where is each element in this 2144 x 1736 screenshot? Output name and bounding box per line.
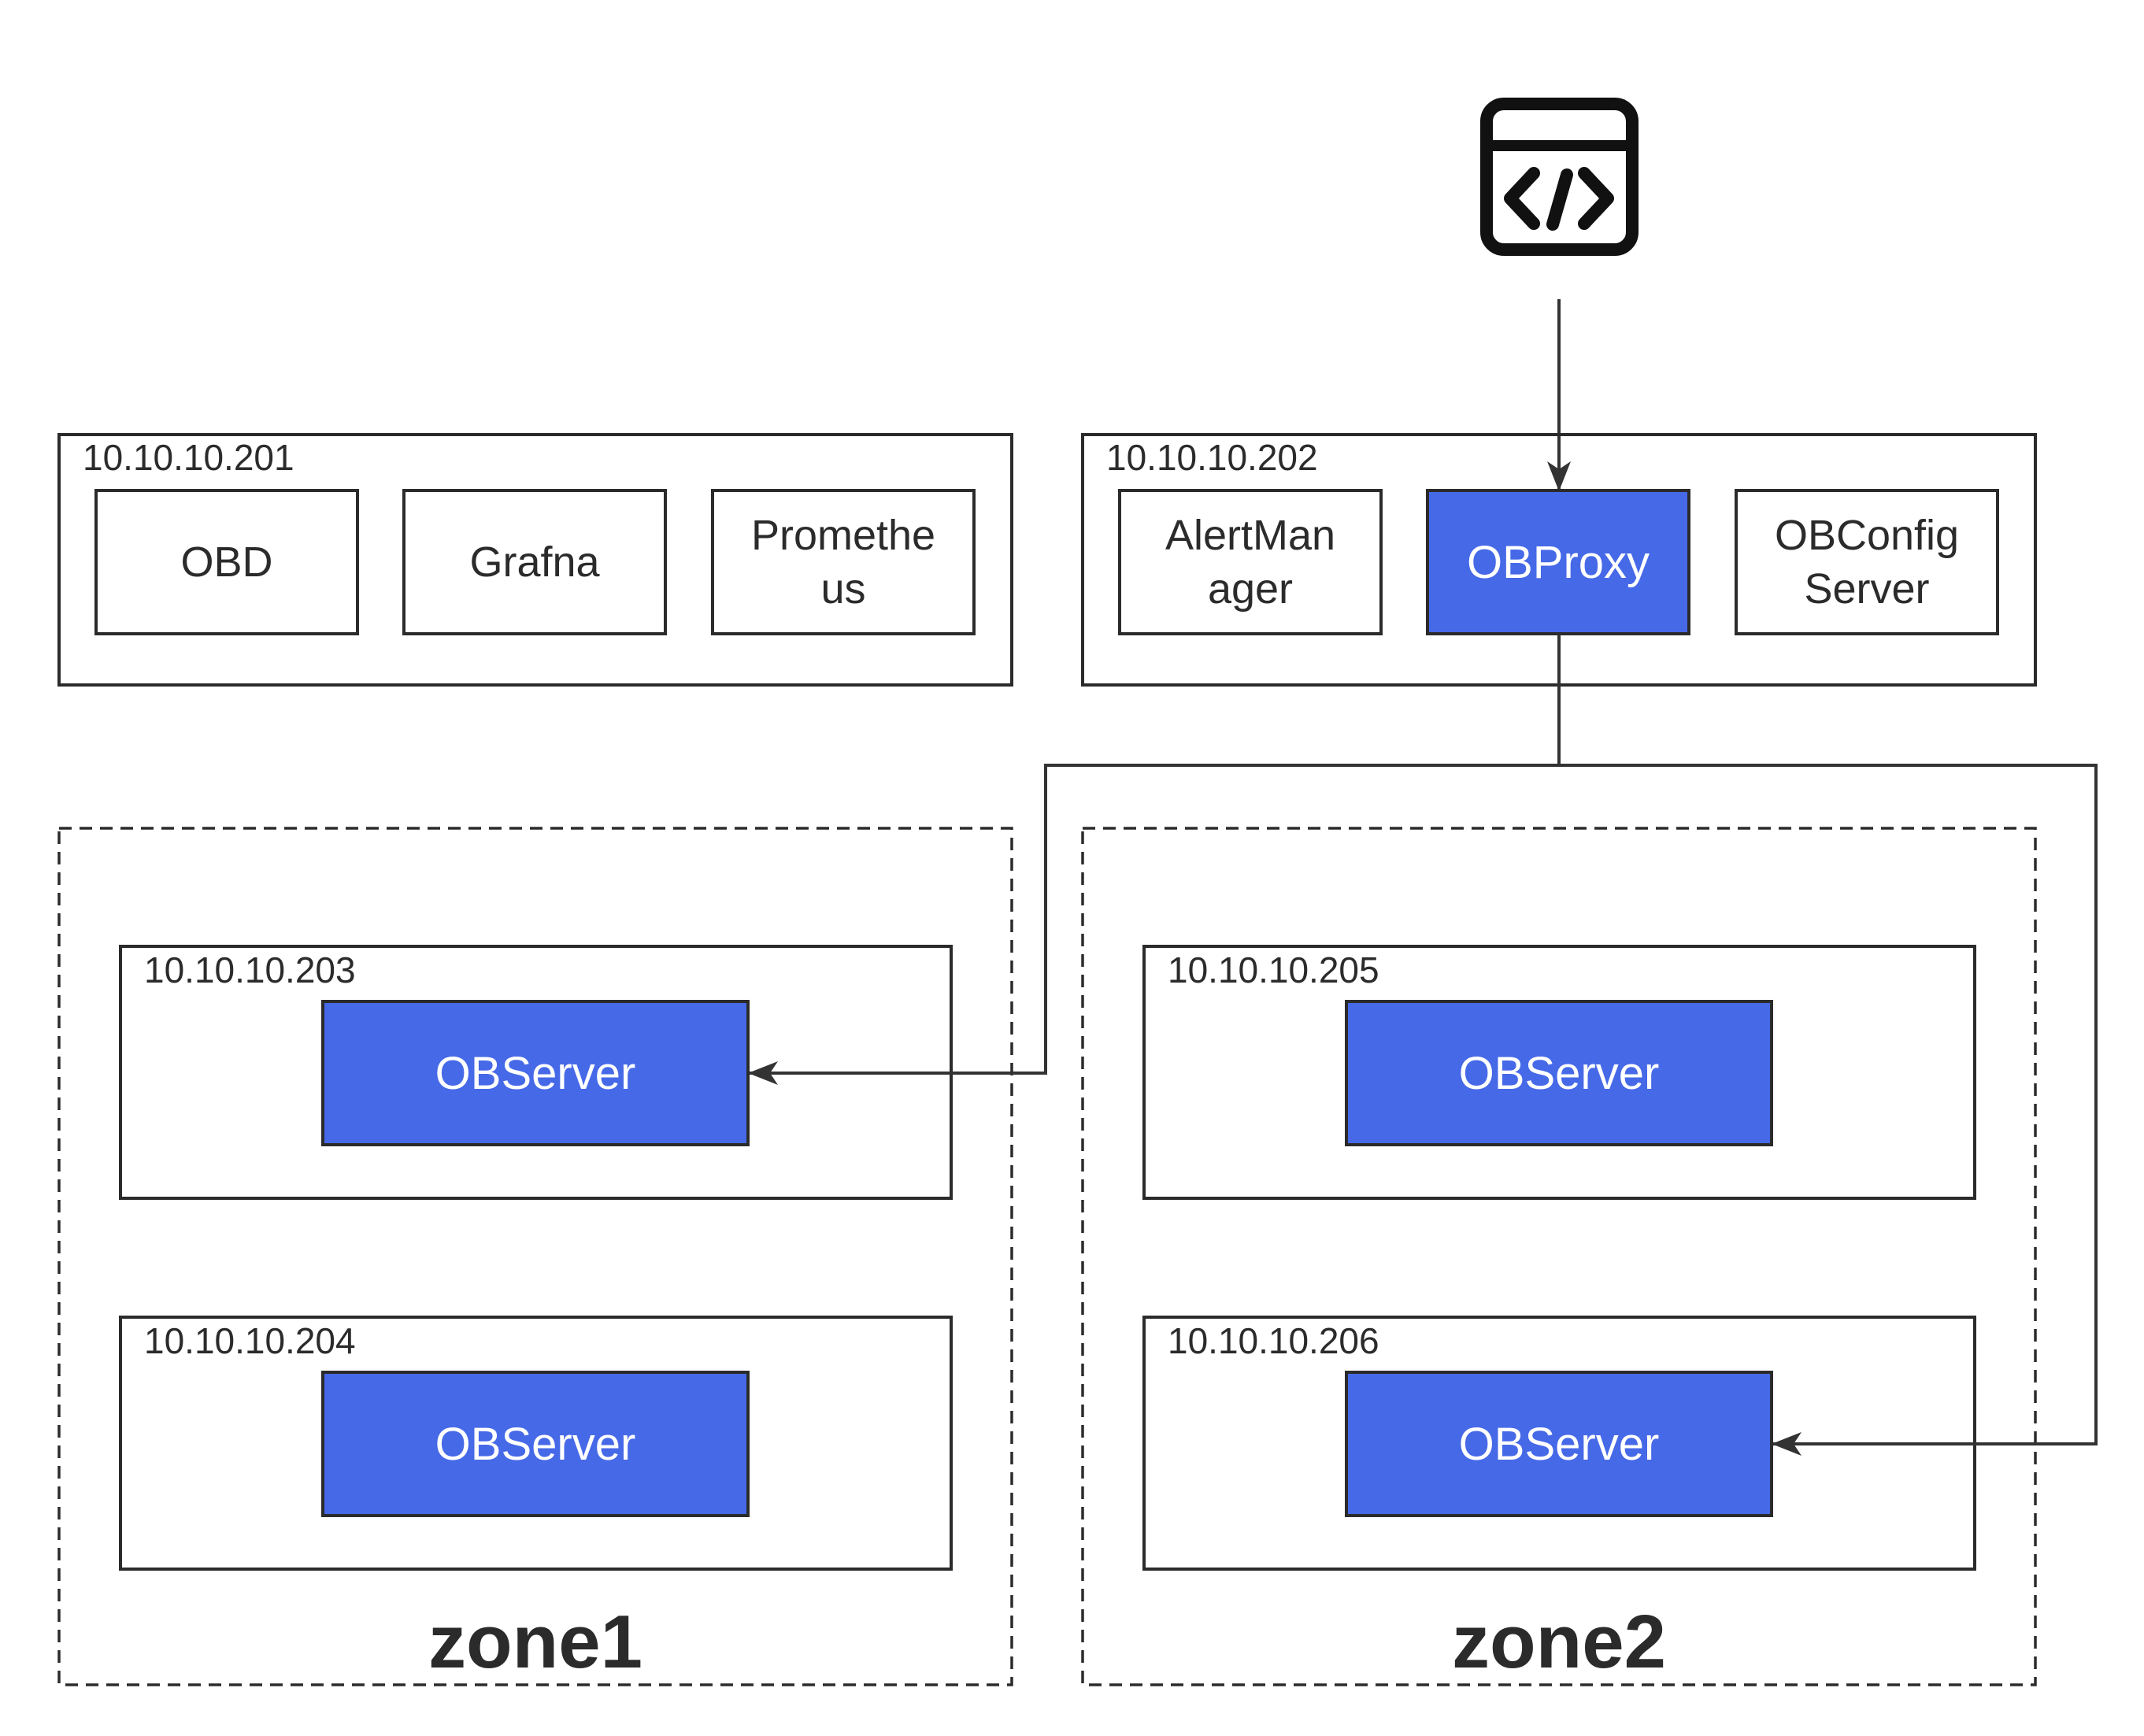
grafna-box[interactable] xyxy=(402,489,667,635)
alertmanager-label-line1: AlertMan xyxy=(1165,512,1335,559)
obproxy-box[interactable] xyxy=(1426,489,1690,635)
obproxy-to-observer-203-arrow xyxy=(748,764,1559,1085)
alertmanager-label-line2: ager xyxy=(1208,565,1293,613)
alertmanager-box[interactable] xyxy=(1118,489,1383,635)
obconfigserver-label-line1: OBConfig xyxy=(1775,512,1959,559)
zone2-group: 10.10.10.205 OBServer 10.10.10.206 OBSer… xyxy=(1081,827,2037,1686)
host-204 xyxy=(119,1316,953,1571)
obconfigserver-box[interactable] xyxy=(1735,489,1999,635)
obconfigserver-label-line2: Server xyxy=(1804,565,1929,613)
observer-206-box[interactable] xyxy=(1345,1371,1773,1517)
observer-205-box[interactable] xyxy=(1345,1000,1773,1146)
host-202: 10.10.10.202 AlertMan ager OBProxy OBCon… xyxy=(1081,433,2037,687)
observer-204-box[interactable] xyxy=(321,1371,750,1517)
obd-box[interactable] xyxy=(94,489,359,635)
observer-206-label: OBServer xyxy=(1459,1419,1660,1470)
zone2-label: zone2 xyxy=(1452,1600,1666,1684)
obd-label: OBD xyxy=(180,539,272,586)
obproxy-to-observer-206-arrow xyxy=(1559,764,2098,1456)
observer-203-label: OBServer xyxy=(435,1048,636,1099)
grafna-label: Grafna xyxy=(469,539,600,586)
prometheus-label-line1: Promethe xyxy=(751,512,935,559)
zone1-group: 10.10.10.203 OBServer 10.10.10.204 OBSer… xyxy=(57,827,1013,1686)
prometheus-box[interactable] xyxy=(711,489,976,635)
prometheus-label-line2: us xyxy=(820,565,865,613)
host-201: 10.10.10.201 OBD Grafna Promethe us xyxy=(57,433,1013,687)
observer-205-label: OBServer xyxy=(1459,1048,1660,1099)
host-204-ip: 10.10.10.204 xyxy=(144,1320,356,1361)
observer-204-label: OBServer xyxy=(435,1419,636,1470)
host-202-ip: 10.10.10.202 xyxy=(1106,437,1318,478)
host-205-ip: 10.10.10.205 xyxy=(1168,949,1379,990)
host-201-ip: 10.10.10.201 xyxy=(83,437,294,478)
host-206-ip: 10.10.10.206 xyxy=(1168,1320,1379,1361)
code-window-icon xyxy=(1480,98,1639,256)
host-205 xyxy=(1142,945,1976,1200)
zone1-label: zone1 xyxy=(428,1600,642,1684)
obproxy-label: OBProxy xyxy=(1467,537,1650,588)
host-203-ip: 10.10.10.203 xyxy=(144,949,356,990)
observer-203-box[interactable] xyxy=(321,1000,750,1146)
